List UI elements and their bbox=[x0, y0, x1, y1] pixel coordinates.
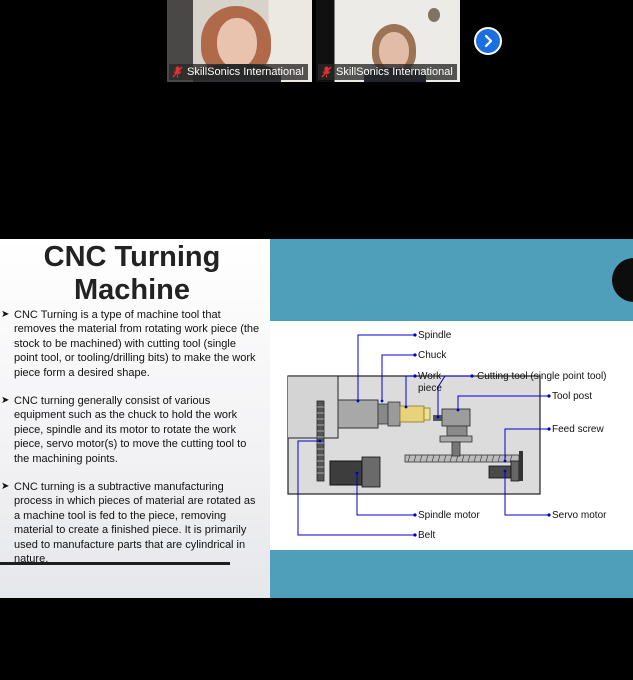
cnc-lathe-diagram: Spindle Chuck Work piece Cutting tool (s… bbox=[287, 330, 607, 541]
label-spindle: Spindle bbox=[418, 330, 452, 341]
lamp bbox=[428, 8, 440, 22]
label-cutting-tool: Cutting tool (single point tool) bbox=[477, 371, 607, 382]
label-work-piece-2: piece bbox=[418, 383, 442, 394]
bullet-list: ➤ CNC Turning is a type of machine tool … bbox=[0, 308, 262, 581]
label-tool-post: Tool post bbox=[552, 391, 592, 402]
label-chuck: Chuck bbox=[418, 350, 447, 361]
bullet-arrow-icon: ➤ bbox=[1, 309, 10, 320]
mic-muted-icon bbox=[172, 66, 183, 78]
slide-text-panel: CNC Turning Machine ➤ CNC Turning is a t… bbox=[0, 239, 270, 598]
slide-diagram-panel: Spindle Chuck Work piece Cutting tool (s… bbox=[270, 239, 633, 598]
label-belt: Belt bbox=[418, 530, 435, 541]
next-page-button[interactable] bbox=[474, 27, 502, 55]
participant-name: SkillSonics International bbox=[187, 66, 304, 78]
bullet-arrow-icon: ➤ bbox=[1, 395, 10, 407]
label-spindle-motor: Spindle motor bbox=[418, 510, 480, 521]
participant-name-tag: SkillSonics International bbox=[169, 64, 308, 80]
participant-name-tag: SkillSonics International bbox=[318, 64, 457, 80]
bullet-item: ➤ CNC turning generally consist of vario… bbox=[1, 395, 247, 465]
label-work-piece: Work bbox=[418, 371, 442, 382]
bullet-item: ➤ CNC Turning is a type of machine tool … bbox=[1, 309, 260, 379]
bullet-arrow-icon: ➤ bbox=[1, 481, 10, 493]
shared-screen: CNC Turning Machine ➤ CNC Turning is a t… bbox=[0, 239, 633, 598]
cnc-diagram: Spindle Chuck Work piece Cutting tool (s… bbox=[270, 321, 633, 550]
mic-muted-icon bbox=[321, 66, 332, 78]
pointer-overlay bbox=[612, 258, 633, 302]
participant-tile-2[interactable]: SkillSonics International bbox=[316, 0, 460, 82]
label-servo-motor: Servo motor bbox=[552, 510, 607, 521]
chevron-right-icon bbox=[484, 34, 493, 48]
bullet-item: ➤ CNC turning is a subtractive manufactu… bbox=[1, 481, 256, 566]
divider bbox=[0, 562, 230, 565]
participant-tile-1[interactable]: SkillSonics International bbox=[167, 0, 312, 82]
slide-title: CNC Turning Machine bbox=[43, 241, 221, 306]
participant-name: SkillSonics International bbox=[336, 66, 453, 78]
label-feed-screw: Feed screw bbox=[552, 424, 604, 435]
